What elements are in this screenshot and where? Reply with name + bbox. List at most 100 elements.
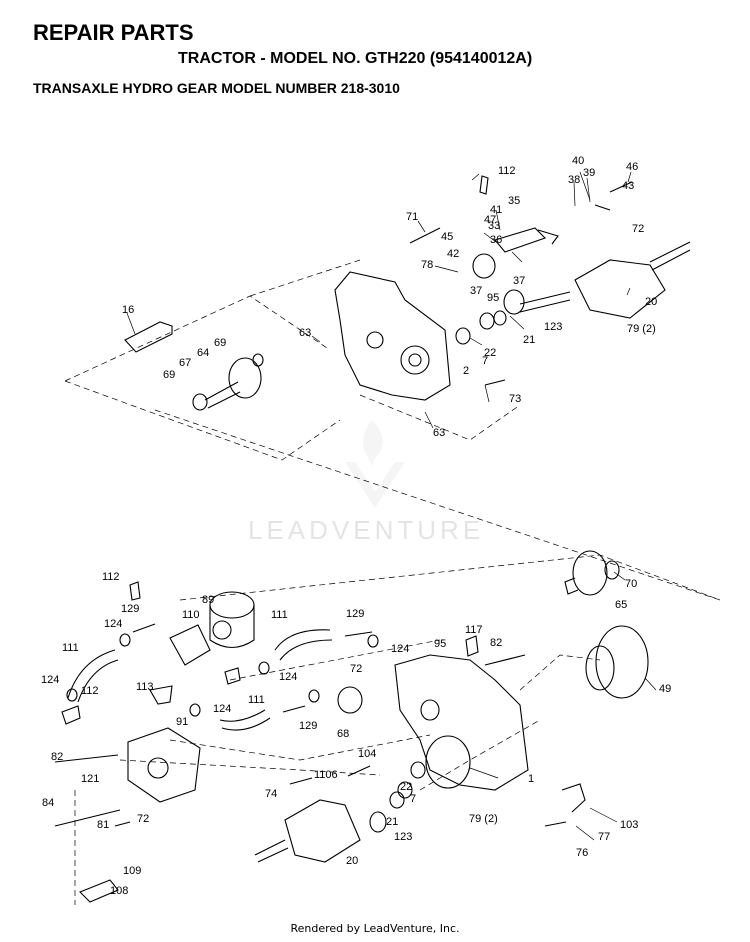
callout-123-upper: 123 xyxy=(544,321,562,333)
housing-port-upper xyxy=(366,331,384,349)
callout-109: 109 xyxy=(123,865,141,877)
bearing-7-upper xyxy=(455,327,471,345)
callout-124-c: 124 xyxy=(279,671,297,683)
pin-40 xyxy=(594,204,611,211)
callout-69-lower: 69 xyxy=(163,369,175,381)
bolt-73 xyxy=(484,379,506,386)
bearing-7-lower xyxy=(410,761,426,779)
lever-77 xyxy=(561,783,586,813)
fitting-104 xyxy=(347,765,371,777)
page-title: REPAIR PARTS xyxy=(33,20,194,45)
oil-filter-89-hole xyxy=(212,620,232,640)
bracket-108 xyxy=(79,879,119,903)
callout-67: 67 xyxy=(179,357,191,369)
axle-20-upper-shaft-b xyxy=(649,241,691,271)
callout-49: 49 xyxy=(659,683,671,695)
fitting-113 xyxy=(149,685,173,705)
callout-124-e: 124 xyxy=(213,703,231,715)
bolt-82-right xyxy=(484,654,526,666)
clamp-124-f xyxy=(308,689,320,703)
callout-70: 70 xyxy=(625,578,637,590)
callout-1: 1 xyxy=(528,773,534,785)
watermark-text: LEADVENTURE xyxy=(248,515,484,545)
callout-37-b: 37 xyxy=(513,275,525,287)
fitting-112-upper xyxy=(479,175,489,195)
axle-housing-20-lower xyxy=(284,799,361,863)
callout-41: 41 xyxy=(490,204,502,216)
callout-112-upper: 112 xyxy=(498,165,516,177)
callout-108: 108 xyxy=(110,885,128,897)
callout-47: 47 xyxy=(484,214,496,226)
pump-91-port xyxy=(147,757,169,779)
callout-124-a: 124 xyxy=(104,618,122,630)
callout-89: 89 xyxy=(202,594,214,606)
callout-42: 42 xyxy=(447,248,459,260)
callout-35: 35 xyxy=(508,195,520,207)
lever-35 xyxy=(537,229,559,245)
callout-65: 65 xyxy=(615,599,627,611)
bolt-76 xyxy=(544,821,567,827)
callout-33: 33 xyxy=(488,220,500,232)
bolt-82-left xyxy=(54,754,119,763)
axle-shaft-16 xyxy=(124,321,173,353)
callout-81: 81 xyxy=(97,819,109,831)
callout-38: 38 xyxy=(568,174,580,186)
washer-69-a xyxy=(192,393,208,411)
fitting-112-left xyxy=(61,705,81,725)
callout-leader-lines xyxy=(126,171,657,841)
differential-49-hub xyxy=(585,645,615,691)
o-ring-68 xyxy=(337,686,363,714)
clamp-124-b xyxy=(367,634,379,648)
gear-64 xyxy=(228,357,262,399)
callout-91: 91 xyxy=(176,716,188,728)
pump-91 xyxy=(127,727,201,803)
transaxle-subtitle: TRANSAXLE HYDRO GEAR MODEL NUMBER 218-30… xyxy=(33,80,400,96)
callout-129-a: 129 xyxy=(121,603,139,615)
spring-129-b xyxy=(344,631,373,637)
callout-124-b: 124 xyxy=(391,643,409,655)
oil-filter-89-body xyxy=(209,605,255,649)
washer-21-upper xyxy=(493,310,507,326)
callout-16: 16 xyxy=(122,304,134,316)
callout-40: 40 xyxy=(572,155,584,167)
spring-129-a xyxy=(132,623,156,633)
axle-20-upper-shaft xyxy=(519,291,571,313)
callout-78: 78 xyxy=(421,259,433,271)
bracket-33 xyxy=(494,227,547,253)
callout-22-upper: 22 xyxy=(484,347,496,359)
washer-22-upper xyxy=(479,312,495,330)
upper-transaxle-assembly xyxy=(124,175,691,411)
gear-65-hub xyxy=(564,577,579,595)
axle-housing-20-upper xyxy=(574,259,666,319)
callout-2: 2 xyxy=(463,365,469,377)
fitting-117-a xyxy=(224,667,241,685)
o-ring-123-lower xyxy=(369,811,387,833)
callout-129-c: 129 xyxy=(299,720,317,732)
callout-22-lower: 22 xyxy=(400,781,412,793)
transaxle-housing-lower xyxy=(394,654,529,791)
differential-49 xyxy=(595,625,649,699)
callout-95-upper: 95 xyxy=(487,292,499,304)
callout-72-upper: 72 xyxy=(632,223,644,235)
clamp-124-d xyxy=(66,688,78,702)
callout-71: 71 xyxy=(406,211,418,223)
callout-82-left: 82 xyxy=(51,751,63,763)
transaxle-housing-upper xyxy=(334,271,451,401)
callout-76: 76 xyxy=(576,847,588,859)
callout-113: 113 xyxy=(136,681,154,693)
callout-39: 39 xyxy=(583,167,595,179)
callout-68: 68 xyxy=(337,728,349,740)
callout-20-upper: 20 xyxy=(645,296,657,308)
callout-7-upper: 7 xyxy=(482,355,488,367)
hose-111-mid xyxy=(274,629,333,661)
callout-46: 46 xyxy=(626,161,638,173)
callout-37-a: 37 xyxy=(470,285,482,297)
bolt-84 xyxy=(54,809,121,827)
bolt-74 xyxy=(289,777,313,785)
watermark-logo xyxy=(345,420,405,508)
callout-124-d: 124 xyxy=(41,674,59,686)
spring-129-c xyxy=(282,705,306,713)
callout-63-upper: 63 xyxy=(299,327,311,339)
hose-111-left xyxy=(67,649,119,703)
